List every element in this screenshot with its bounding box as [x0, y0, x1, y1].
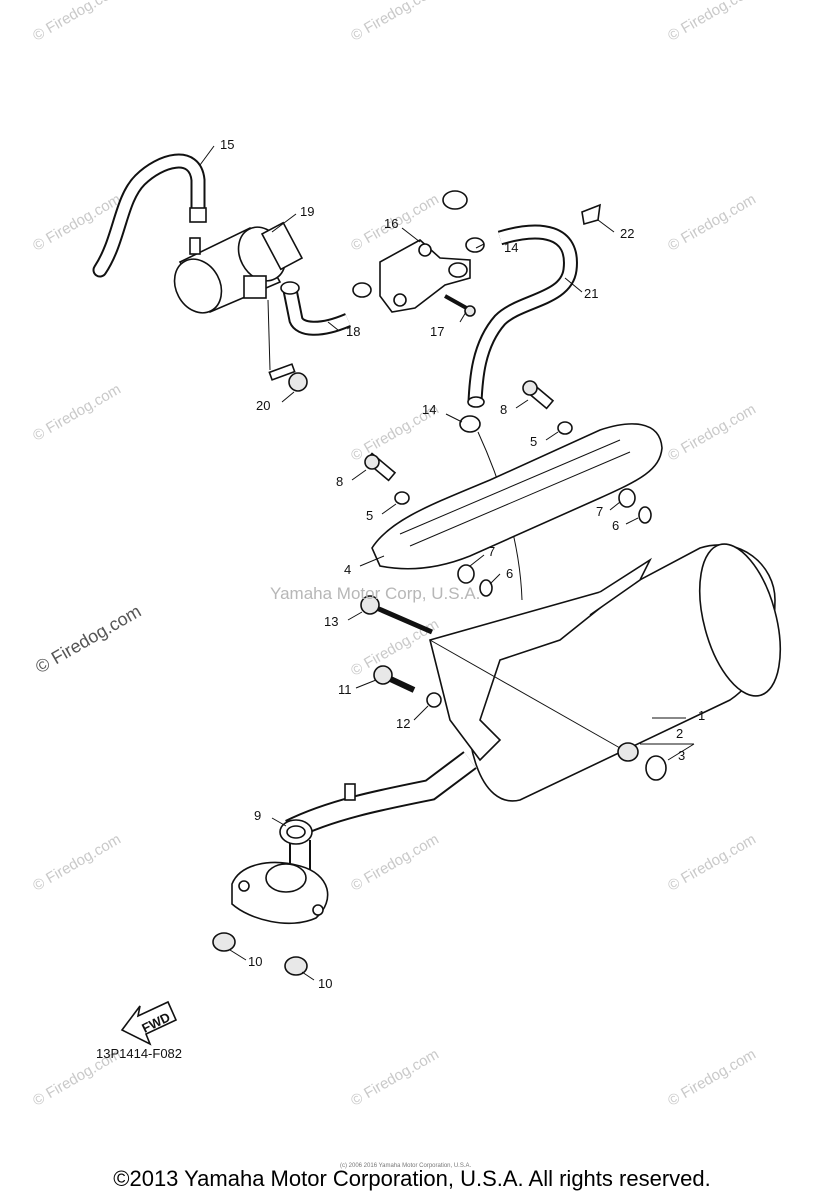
part-nuts-10 [212, 932, 308, 976]
callout-22: 22 [620, 226, 634, 241]
part-exhaust-pipe [285, 751, 477, 870]
callout-9: 9 [254, 808, 261, 823]
tiny-copyright: (c) 2006 2016 Yamaha Motor Corporation, … [340, 1163, 472, 1169]
part-bracket-16 [352, 239, 471, 313]
callout-7-right: 7 [596, 504, 603, 519]
callout-15: 15 [220, 137, 234, 152]
part-protector-4 [371, 423, 663, 570]
callout-3: 3 [678, 748, 685, 763]
part-flange [231, 861, 329, 925]
callout-13: 13 [324, 614, 338, 629]
callout-5-right: 5 [530, 434, 537, 449]
callout-5-left: 5 [366, 508, 373, 523]
callout-11: 11 [338, 682, 352, 697]
part-clamp-top [442, 190, 485, 253]
callout-19: 19 [300, 204, 314, 219]
callout-14-mid: 14 [422, 402, 436, 417]
callout-16: 16 [384, 216, 398, 231]
callout-12: 12 [396, 716, 410, 731]
callout-10-left: 10 [248, 954, 262, 969]
part-reed-valve-19 [173, 221, 304, 314]
callout-6-left: 6 [506, 566, 513, 581]
part-clip-22 [581, 203, 601, 226]
callout-8-right: 8 [500, 402, 507, 417]
callout-18: 18 [346, 324, 360, 339]
part-collars-2-3 [617, 742, 667, 781]
leader-lines [199, 145, 695, 981]
callout-10-right: 10 [318, 976, 332, 991]
part-bolt-20 [267, 299, 308, 392]
part-fasteners-muffler [360, 595, 442, 708]
callout-2: 2 [676, 726, 683, 741]
part-fasteners-cover [364, 380, 652, 597]
part-gasket-9 [279, 819, 313, 845]
callout-8-left: 8 [336, 474, 343, 489]
callout-17: 17 [430, 324, 444, 339]
callout-1: 1 [698, 708, 705, 723]
part-muffler-1 [429, 543, 782, 802]
part-hose-18 [280, 281, 351, 336]
part-screw-17 [444, 294, 476, 317]
copyright-footer: ©2013 Yamaha Motor Corporation, U.S.A. A… [113, 1166, 711, 1191]
callout-14-top: 14 [504, 240, 518, 255]
diagram-reference-code: 13P1414-F082 [96, 1046, 183, 1061]
callout-7-left: 7 [488, 544, 495, 559]
part-hose-15 [92, 153, 207, 278]
callout-6-right: 6 [612, 518, 619, 533]
callout-21: 21 [584, 286, 598, 301]
fwd-arrow-icon [120, 1000, 178, 1046]
callout-4: 4 [344, 562, 351, 577]
callout-20: 20 [256, 398, 270, 413]
part-hose-21 [467, 224, 578, 408]
center-watermark: Yamaha Motor Corp, U.S.A. [270, 584, 481, 603]
